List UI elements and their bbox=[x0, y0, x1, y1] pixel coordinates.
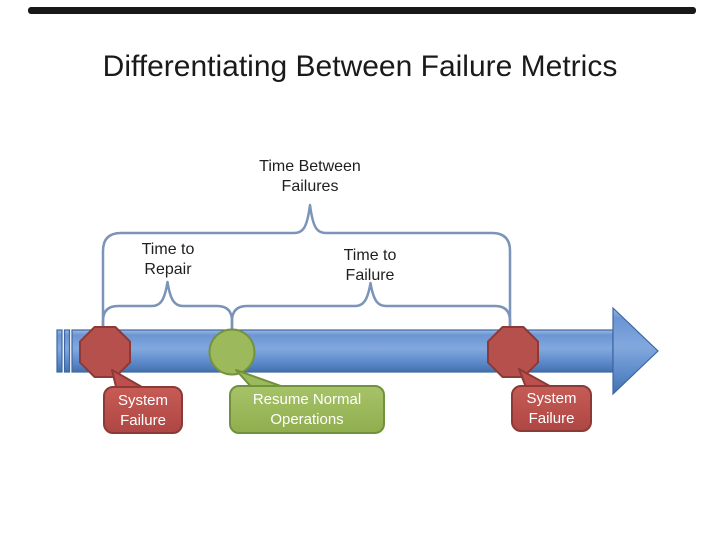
callout-label-resume-normal: Resume Normal Operations bbox=[252, 391, 362, 428]
timeline-break-tick-1 bbox=[56, 329, 63, 373]
brace-time-to-failure bbox=[230, 281, 512, 333]
resume-normal-circle bbox=[208, 328, 256, 376]
callout-label-system-failure-right: System Failure bbox=[526, 390, 577, 427]
timeline-arrowhead bbox=[612, 306, 659, 396]
slide-title: Differentiating Between Failure Metrics bbox=[102, 50, 618, 83]
system-failure-octagon-left bbox=[79, 326, 131, 378]
callout-box-system-failure-left bbox=[103, 386, 183, 434]
label-time-between-failures: Time Between Failures bbox=[259, 158, 361, 195]
top-bar bbox=[28, 7, 696, 14]
brace-time-between-failures bbox=[101, 203, 512, 333]
label-time-to-failure: Time to Failure bbox=[343, 247, 397, 284]
callout-box-resume-normal bbox=[229, 385, 385, 434]
system-failure-octagon-right bbox=[487, 326, 539, 378]
callout-label-system-failure-left: System Failure bbox=[117, 392, 168, 429]
label-time-to-repair: Time to Repair bbox=[141, 241, 195, 278]
callout-box-system-failure-right bbox=[511, 385, 592, 432]
timeline-break-tick-2 bbox=[63, 329, 71, 373]
brace-time-to-repair bbox=[101, 280, 234, 333]
